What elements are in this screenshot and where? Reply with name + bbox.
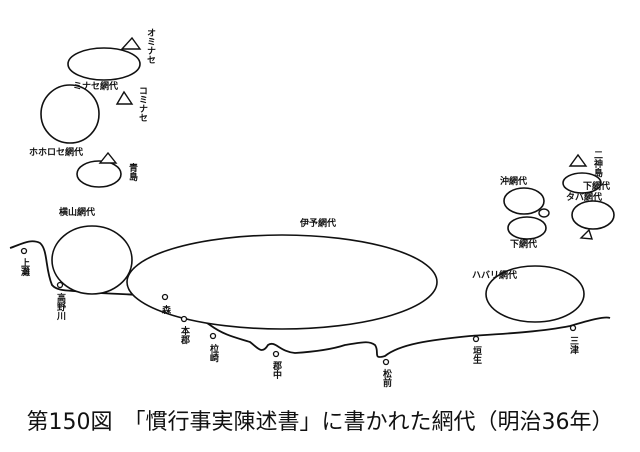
aoshima-island [76,160,122,188]
label-habari-net: ハバリ網代 [472,269,517,281]
minase-net-oval [40,84,100,144]
shimo-net-oval [507,216,547,240]
label-shimo-net-2: 下網代 [510,238,537,250]
label-futagamishima: 二神島 [592,150,603,178]
label-habu: 垣生 [471,345,482,364]
label-matsumae: 松前 [381,368,392,388]
label-mori: 森 [160,304,171,315]
label-aoshima: 青島 [127,162,138,182]
habari-net-oval [485,265,585,323]
label-kanzaki: 柆崎 [208,343,219,363]
kominase-rock [115,90,134,105]
label-takanogawa: 高野川 [55,292,67,321]
taba-net-oval [571,200,615,230]
futagamishima-rock [568,153,588,167]
place-marker-kanzaki [209,332,217,340]
ominase-rock [120,36,142,50]
label-hombu: 本郡 [179,325,191,345]
place-marker-matsumae [382,358,390,366]
label-minase-net: ミナセ網代 [73,80,118,92]
label-kominase: コミナセ [137,86,148,122]
label-hohorose-net: ホホロセ網代 [29,146,83,158]
place-marker-mitsu [569,324,577,332]
aoshima-rock [98,151,118,164]
label-yokoyama-net: 横山網代 [59,206,95,218]
yokoyama-net-oval [51,225,133,295]
futagamishima-island [562,172,602,194]
place-marker-takanogawa [56,281,64,289]
label-mitsu: 三津 [568,336,579,355]
place-marker-mori [161,293,169,301]
label-iyo-net: 伊予網代 [299,217,336,229]
place-marker-habu [472,335,480,343]
iyo-net-oval [126,234,438,330]
oki-rock [538,208,550,218]
oki-net-oval [503,187,545,215]
label-taba-net: タバ網代 [566,191,602,203]
ominase-net-oval [67,47,141,81]
coastline [9,240,611,358]
label-gunchu: 郡中 [271,361,283,380]
place-marker-hombu [180,315,188,323]
label-ominase: オミナセ [145,28,156,64]
figure-caption: 第150図 「慣行事実陳述書」に書かれた網代（明治36年） [26,410,614,435]
label-kaminada: 上灘 [19,257,30,277]
label-oki-net: 沖網代 [500,175,527,187]
label-shimo-net-1: 下網代 [583,180,610,192]
place-marker-kaminada [20,247,28,255]
taba-rock [579,228,594,240]
place-marker-gunchu [272,350,280,358]
